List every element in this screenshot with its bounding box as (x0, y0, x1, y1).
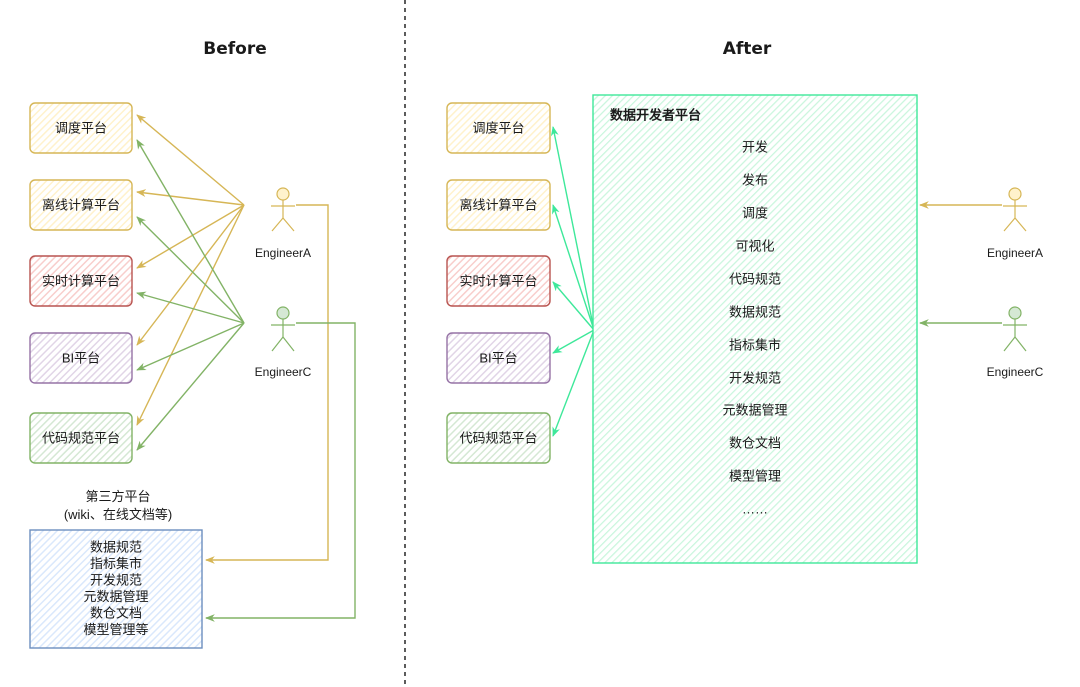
arrow-engineer-a-to-code-standards (136, 204, 245, 426)
arrow-engineer-a-to-offline-compute (136, 189, 245, 206)
platform-label: 实时计算平台 (459, 273, 537, 288)
arrow-engineer-c-to-scheduling (136, 139, 245, 324)
after-engineer-c-label: EngineerC (987, 365, 1044, 379)
arrow-engineer-a-to-bi (136, 204, 245, 346)
before-platform-box-offline-compute: 离线计算平台 (29, 179, 133, 231)
developer-platform-item: 可视化 (735, 238, 774, 253)
developer-platform-item: 开发 (742, 139, 768, 154)
developer-platform-item: 指标集市 (729, 337, 781, 352)
before-engineer-a-label: EngineerA (255, 246, 311, 260)
before-title: Before (203, 39, 266, 59)
platform-label: 调度平台 (472, 120, 524, 135)
platform-label: 实时计算平台 (42, 273, 120, 288)
platform-label: 离线计算平台 (459, 197, 537, 212)
before-platform-box-scheduling: 调度平台 (29, 102, 133, 154)
arrow-engineer-a-to-realtime-compute (136, 204, 245, 269)
developer-platform-item: 开发规范 (729, 370, 781, 385)
after-platform-box-offline-compute: 离线计算平台 (446, 179, 551, 231)
arrow-platform-to-scheduling (550, 126, 595, 331)
after-engineer-a-label: EngineerA (987, 246, 1043, 260)
third-party-item: 开发规范 (90, 572, 142, 587)
developer-platform-item: …… (742, 501, 768, 516)
developer-platform-item: 代码规范 (729, 271, 781, 286)
arrow-platform-to-realtime-compute (552, 281, 595, 331)
after-platform-box-bi: BI平台 (446, 332, 551, 384)
arrow-engineer-c-to-offline-compute (136, 216, 245, 324)
third-party-box: 数据规范 指标集市 开发规范 元数据管理 数仓文档 模型管理等 (29, 529, 203, 649)
after-engineer-a-actor-icon (1003, 187, 1027, 232)
after-platform-box-code-standards: 代码规范平台 (446, 412, 551, 464)
arrow-engineer-c-to-third-party (205, 322, 356, 622)
platform-label: 代码规范平台 (42, 430, 120, 445)
third-party-title: 第三方平台 (85, 489, 150, 504)
before-engineer-c-label: EngineerC (255, 365, 312, 379)
platform-label: 离线计算平台 (42, 197, 120, 212)
after-platform-box-realtime-compute: 实时计算平台 (446, 255, 551, 307)
before-engineer-a-actor-icon (271, 187, 295, 232)
before-platform-box-realtime-compute: 实时计算平台 (29, 255, 133, 307)
arrow-engineer-a-to-third-party (205, 204, 329, 564)
arrow-engineer-c-to-realtime-compute (136, 291, 245, 324)
developer-platform-item: 数仓文档 (729, 435, 781, 450)
platform-label: 代码规范平台 (459, 430, 537, 445)
after-platform-box-scheduling: 调度平台 (446, 102, 551, 154)
third-party-subtitle: (wiki、在线文档等) (64, 507, 172, 522)
platform-label: 调度平台 (55, 120, 107, 135)
after-title: After (723, 39, 772, 59)
third-party-item: 数仓文档 (90, 605, 142, 620)
before-engineer-c-edges (136, 139, 356, 622)
developer-platform-item: 数据规范 (729, 304, 781, 319)
third-party-item: 指标集市 (90, 556, 142, 571)
developer-platform-item: 调度 (742, 205, 768, 220)
third-party-item: 模型管理等 (83, 622, 148, 637)
third-party-item: 数据规范 (90, 539, 142, 554)
developer-platform-item: 发布 (742, 172, 768, 187)
before-engineer-a-edges (136, 114, 329, 564)
arrow-engineer-c-to-code-standards (136, 322, 245, 451)
arrow-platform-to-code-standards (552, 329, 595, 437)
before-platform-box-code-standards: 代码规范平台 (29, 412, 133, 464)
before-engineer-c-actor-icon (271, 306, 295, 352)
before-platform-box-bi: BI平台 (29, 332, 133, 384)
arrow-engineer-a-to-scheduling (136, 114, 245, 206)
third-party-item: 元数据管理 (83, 589, 148, 604)
after-platform-edges (550, 126, 595, 437)
after-engineer-c-actor-icon (1003, 306, 1027, 352)
developer-platform-item: 模型管理 (729, 468, 781, 483)
arrow-engineer-c-to-bi (136, 322, 245, 371)
developer-platform-item: 元数据管理 (722, 402, 787, 417)
arrow-platform-to-offline-compute (552, 204, 595, 331)
arrow-platform-to-bi (552, 329, 595, 354)
platform-label: BI平台 (62, 350, 100, 365)
developer-platform-box: 数据开发者平台 开发 发布 调度 可视化 代码规范 数据规范 指标集市 开发规范… (592, 94, 918, 564)
developer-platform-title: 数据开发者平台 (610, 107, 701, 122)
platform-label: BI平台 (479, 350, 517, 365)
